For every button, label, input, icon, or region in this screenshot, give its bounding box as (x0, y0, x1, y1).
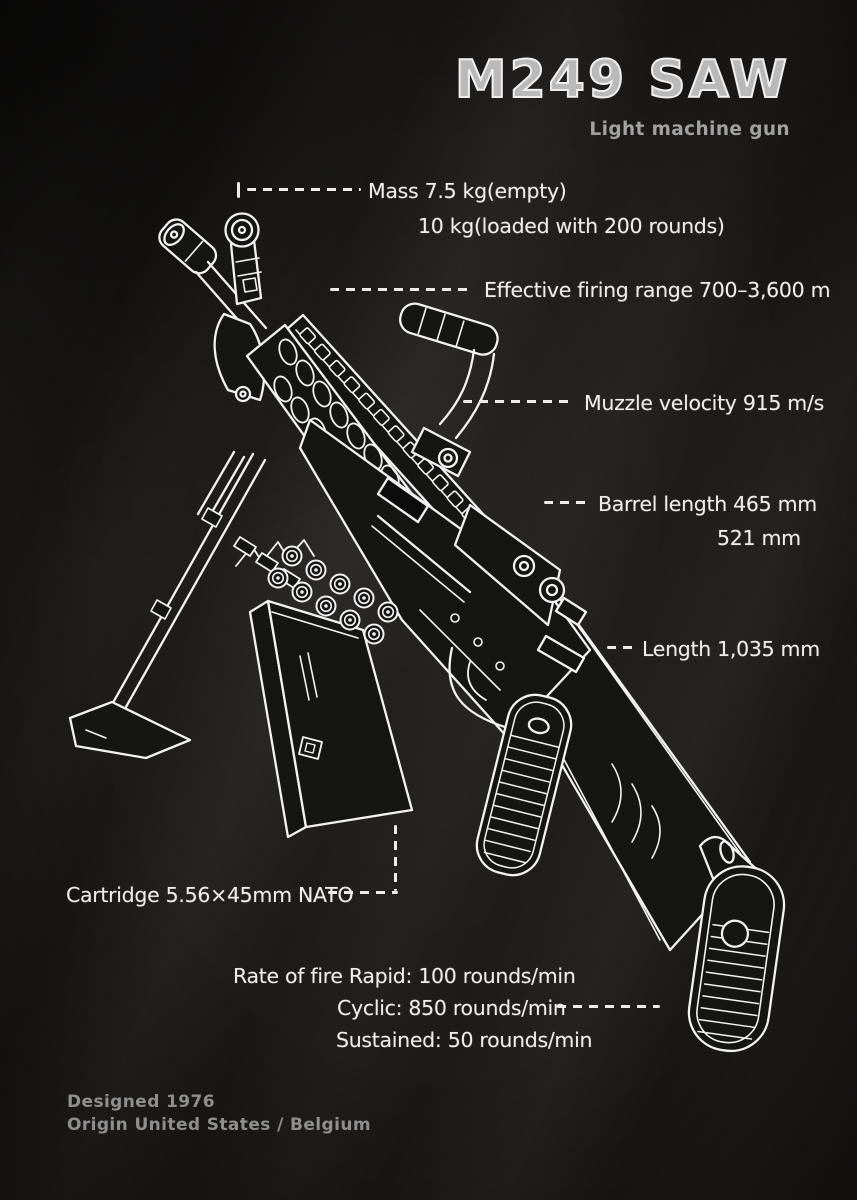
mass-leader-line (247, 188, 361, 191)
footer-block: Designed 1976 Origin United States / Bel… (67, 1091, 371, 1137)
cartridge-leader-line (328, 891, 398, 894)
ammo-belt (233, 536, 399, 645)
annotation-cartridge: Cartridge 5.56×45mm NATO (66, 883, 354, 907)
mass-leader-tick (237, 182, 240, 198)
charging-handle (536, 634, 586, 674)
bipod-rear-leg (196, 450, 246, 521)
trigger-grip (448, 646, 573, 877)
barrel-length-leader-line (544, 501, 592, 504)
length-leader-line (607, 646, 637, 649)
title-block: M249 SAW Light machine gun (454, 50, 790, 141)
bipod-leg (68, 452, 267, 760)
gas-block (213, 312, 266, 403)
ammo-box (248, 599, 414, 839)
front-sight (224, 212, 263, 306)
annotation-length: Length 1,035 mm (642, 637, 820, 661)
cartridge-leader-vertical (394, 825, 397, 891)
rear-sight (453, 503, 588, 627)
annotation-barrel-length-line1: Barrel length 465 mm (598, 492, 817, 516)
rate-of-fire-leader-line (557, 1005, 660, 1008)
annotation-muzzle-velocity: Muzzle velocity 915 m/s (584, 391, 824, 415)
annotation-rate-of-fire-line3: Sustained: 50 rounds/min (336, 1028, 593, 1052)
poster-subtitle: Light machine gun (589, 119, 790, 141)
poster-title: M249 SAW (454, 50, 790, 110)
annotation-rate-of-fire-line1: Rate of fire Rapid: 100 rounds/min (233, 964, 576, 988)
muzzle-velocity-leader-line (463, 400, 571, 403)
annotation-mass-line1: Mass 7.5 kg(empty) (368, 179, 567, 203)
footer-designed: Designed 1976 (67, 1092, 215, 1112)
annotation-barrel-length-line2: 521 mm (717, 526, 801, 550)
annotation-rate-of-fire-line2: Cyclic: 850 rounds/min (337, 996, 566, 1020)
firing-range-leader-line (330, 288, 472, 291)
annotation-mass-line2: 10 kg(loaded with 200 rounds) (418, 214, 725, 238)
carrying-handle (399, 302, 499, 478)
butt-pad (687, 835, 786, 1053)
footer-origin: Origin United States / Belgium (67, 1115, 371, 1135)
annotation-firing-range: Effective firing range 700–3,600 m (484, 278, 831, 302)
